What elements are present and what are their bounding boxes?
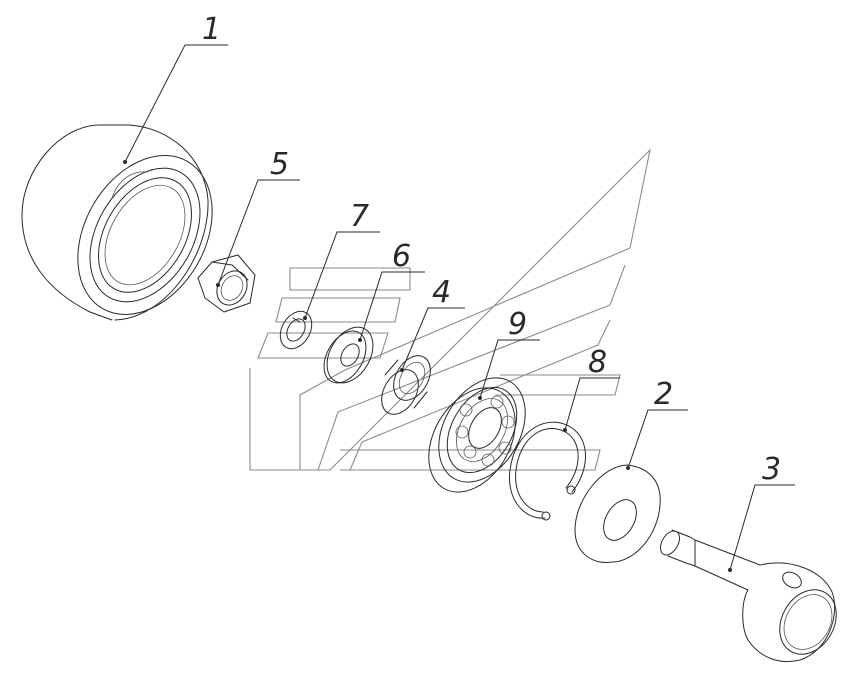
leader-lines (124, 44, 795, 571)
part-1-wheel (21, 124, 213, 321)
part-9-ball-bearing (428, 377, 526, 493)
part-3-axle-shaft (660, 529, 837, 663)
part-6-flat-washer (323, 326, 374, 384)
label-part-3: 3 (762, 452, 781, 487)
part-7-spring-washer (279, 310, 313, 350)
part-5-hex-nut (197, 254, 256, 313)
label-part-8: 8 (588, 345, 607, 380)
label-part-7: 7 (350, 199, 369, 234)
label-part-2: 2 (654, 377, 673, 412)
part-8-retaining-ring (508, 421, 586, 521)
part-labels: 1 5 7 6 4 9 8 2 3 (202, 12, 781, 487)
part-2-spacer-ring (574, 464, 661, 564)
label-part-6: 6 (392, 239, 411, 274)
watermark-logo (249, 148, 651, 471)
label-part-1: 1 (202, 12, 221, 47)
label-part-5: 5 (270, 147, 289, 182)
label-part-4: 4 (432, 275, 451, 310)
label-part-9: 9 (508, 307, 527, 342)
